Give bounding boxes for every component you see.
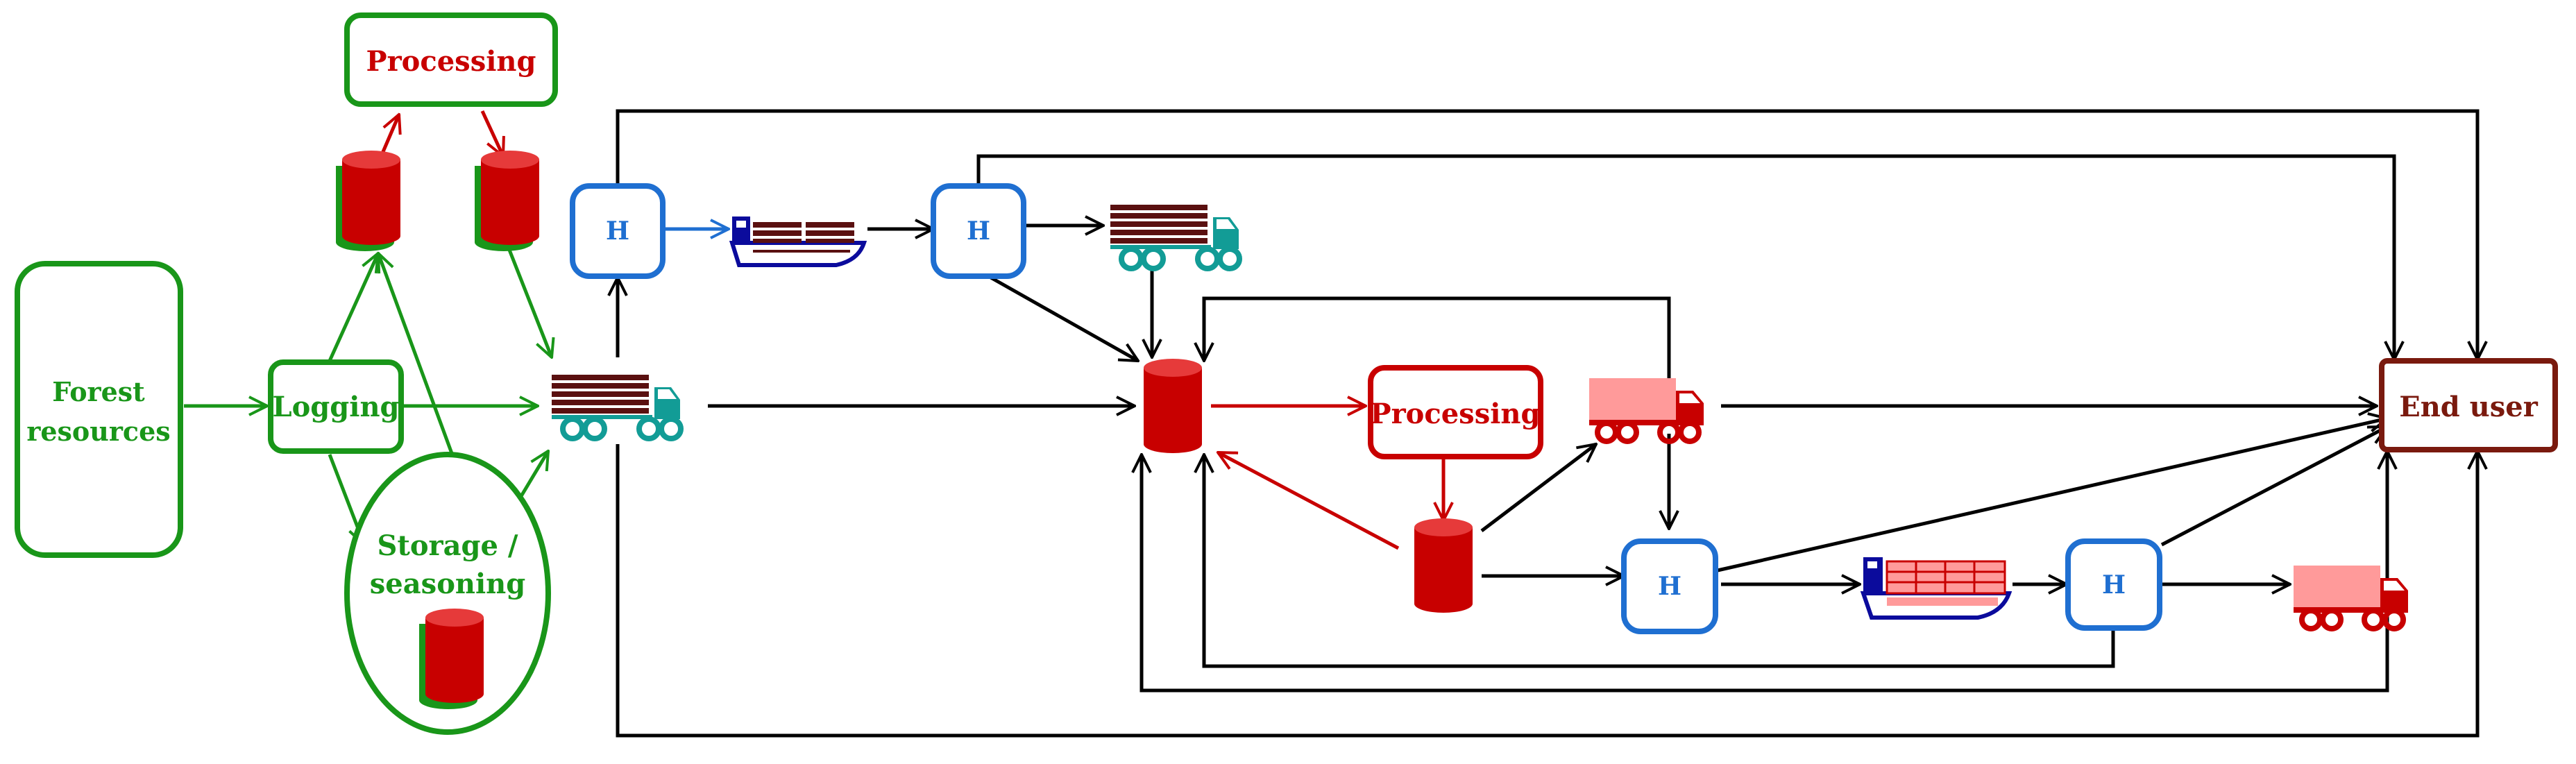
storage-seasoning-node: Storage / seasoning [344,452,551,735]
log-truck-icon [1110,205,1239,269]
hub-3: H [1621,538,1718,634]
hub-2-label: H [967,217,990,246]
logging-cylinder-icon [336,151,400,251]
black-connections [618,109,2477,738]
processing-top-label: Processing [366,45,536,78]
forest-label-line2: resources [26,416,170,447]
central-cylinder-icon [1144,359,1202,453]
container-ship-icon [1863,557,2009,618]
red-truck-icon [2294,566,2408,629]
processing-top-node: Processing [344,12,558,107]
hub-2: H [931,183,1026,279]
hub-4: H [2065,538,2162,631]
log-truck-icon [552,375,681,439]
end-user-label: End user [2399,391,2539,423]
storage-label-line1: Storage / [378,529,518,562]
processing-mid-label: Processing [1371,398,1541,430]
storage-cylinder-icon [419,609,484,709]
logging-node: Logging [268,359,404,454]
hub-1: H [570,183,666,279]
processing-cylinder-icon [475,151,539,251]
hub-4-label: H [2102,570,2126,600]
forest-label-line1: Forest [52,376,145,407]
logging-label: Logging [273,391,400,423]
processed-cylinder-icon [1414,518,1473,613]
red-truck-icon [1589,378,1704,441]
end-user-node: End user [2379,358,2558,452]
hub-1-label: H [606,217,629,246]
log-ship-icon [732,217,864,265]
processing-mid-node: Processing [1368,365,1543,459]
storage-label-line2: seasoning [370,568,525,600]
hub-3-label: H [1658,572,1681,601]
forest-resources-node: Forest resources [15,261,183,558]
green-connections [184,242,552,545]
